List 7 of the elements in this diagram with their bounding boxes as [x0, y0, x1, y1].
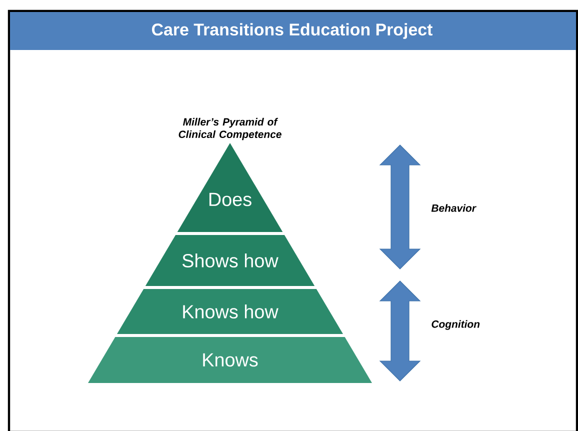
pyramid-level: Does [177, 143, 283, 232]
pyramid-level: Knows how [117, 289, 344, 334]
range-label: Cognition [432, 320, 480, 330]
range-label: Behavior [431, 204, 476, 212]
pyramid-level: Shows how [145, 235, 315, 286]
pyramid-level: Knows [88, 337, 372, 383]
title-banner: Care Transitions Education Project [10, 12, 576, 50]
